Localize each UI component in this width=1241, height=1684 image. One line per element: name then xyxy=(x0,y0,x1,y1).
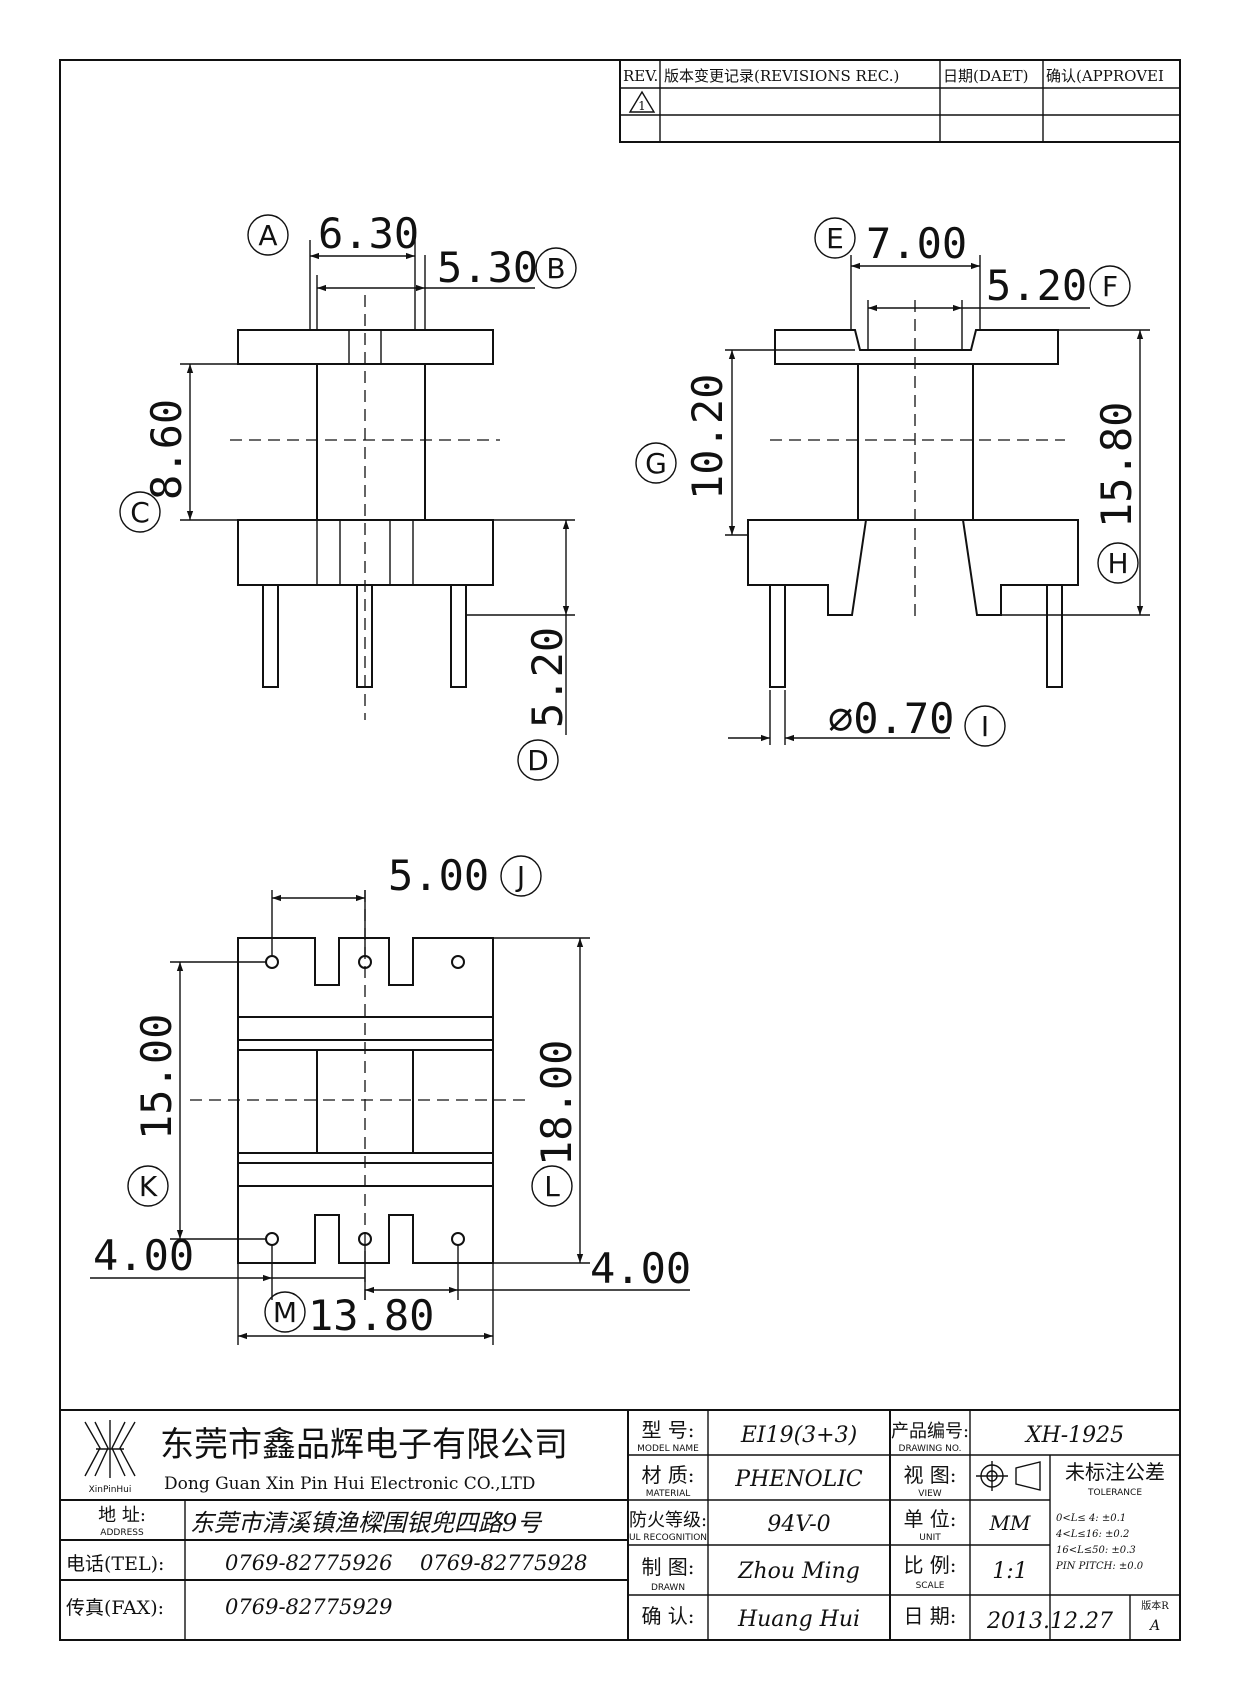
ul-label-en: UL RECOGNITION xyxy=(629,1533,707,1543)
dim-f-value: 5.20 xyxy=(986,261,1087,310)
company-logo: XinPinHui xyxy=(84,1420,136,1495)
scale-value: 1:1 xyxy=(992,1559,1027,1584)
model-label: 型 号: xyxy=(641,1418,694,1442)
dim-right-pitch-value: 4.00 xyxy=(590,1244,691,1293)
tel2-value: 0769-82775928 xyxy=(420,1551,587,1575)
check-value: Huang Hui xyxy=(737,1607,860,1632)
material-label-en: MATERIAL xyxy=(646,1489,691,1499)
model-label-en: MODEL NAME xyxy=(637,1444,699,1454)
company-name-cn: 东莞市鑫品辉电子有限公司 xyxy=(160,1425,568,1465)
dim-m-tag: M xyxy=(273,1296,297,1329)
dim-b-tag: B xyxy=(546,252,565,285)
drawing-no-label-en: DRAWING NO. xyxy=(899,1444,962,1454)
date-value: 2013.12.27 xyxy=(986,1609,1113,1634)
dim-i-tag: I xyxy=(981,710,989,743)
tolerance-title-en: TOLERANCE xyxy=(1087,1488,1142,1498)
dim-l-tag: L xyxy=(544,1170,560,1203)
pin-hole xyxy=(451,1232,465,1246)
dim-d-tag: D xyxy=(527,744,549,777)
pin-hole xyxy=(451,955,465,969)
revision-record-header: 版本变更记录(REVISIONS REC.) xyxy=(664,67,899,85)
dim-c-tag: C xyxy=(130,496,150,529)
dim-k-tag: K xyxy=(139,1170,158,1203)
tolerance-title: 未标注公差 xyxy=(1065,1460,1165,1484)
scale-label-en: SCALE xyxy=(916,1581,945,1591)
pin-hole xyxy=(265,955,279,969)
address-value: 东莞市清溪镇渔樑围银兜四路9号 xyxy=(190,1509,543,1537)
dim-k-value: 15.00 xyxy=(132,1014,181,1140)
tel-label: 电话(TEL): xyxy=(66,1553,164,1575)
ul-label: 防火等级: xyxy=(629,1510,707,1531)
dim-a-value: 6.30 xyxy=(318,209,419,258)
projection-symbol-icon xyxy=(976,1461,1041,1491)
dim-left-pitch-value: 4.00 xyxy=(93,1231,194,1280)
tel1-value: 0769-82775926 xyxy=(225,1551,392,1575)
title-block: XinPinHui 东莞市鑫品辉电子有限公司 Dong Guan Xin Pin… xyxy=(59,1409,1181,1641)
material-label: 材 质: xyxy=(641,1463,694,1487)
dim-h-tag: H xyxy=(1107,547,1128,580)
revision-table: REV. 版本变更记录(REVISIONS REC.) 日期(DAET) 确认(… xyxy=(619,59,1181,143)
dim-i-value: ⌀0.70 xyxy=(828,694,954,743)
ul-value: 94V-0 xyxy=(767,1512,830,1537)
view-label: 视 图: xyxy=(903,1463,956,1487)
bottom-view-dims xyxy=(90,890,690,1345)
fax-label: 传真(FAX): xyxy=(66,1597,164,1619)
view-label-en: VIEW xyxy=(918,1489,941,1499)
revision-mark: 1 xyxy=(638,99,646,113)
dim-l-value: 18.00 xyxy=(532,1040,581,1166)
rev-header: REV. xyxy=(623,67,658,85)
fax-value: 0769-82775929 xyxy=(225,1595,392,1619)
dim-j-value: 5.00 xyxy=(388,851,489,900)
tolerance-row-1: 0<L≤ 4: ±0.1 xyxy=(1056,1513,1126,1524)
company-name-en: Dong Guan Xin Pin Hui Electronic CO.,LTD xyxy=(164,1474,535,1494)
scale-label: 比 例: xyxy=(903,1553,956,1577)
check-label: 确 认: xyxy=(641,1604,694,1628)
front-view-dims xyxy=(180,240,575,735)
version-label: 版本R xyxy=(1141,1599,1169,1612)
unit-label: 单 位: xyxy=(903,1507,956,1531)
dim-g-value: 10.20 xyxy=(683,374,732,500)
side-view-dims xyxy=(725,255,1150,745)
revision-triangle-icon xyxy=(628,90,656,113)
logo-text: XinPinHui xyxy=(89,1485,132,1495)
dim-tags: A B C D E F G H I J K L M xyxy=(119,214,1139,1333)
dim-b-value: 5.30 xyxy=(437,243,538,292)
drawing-no-label: 产品编号: xyxy=(891,1421,969,1442)
approve-header: 确认(APPROVEI xyxy=(1046,67,1164,85)
drawn-label: 制 图: xyxy=(641,1555,694,1579)
unit-value: MM xyxy=(989,1511,1031,1535)
tolerance-row-2: 4<L≤16: ±0.2 xyxy=(1055,1529,1129,1540)
address-label: 地 址: xyxy=(98,1505,146,1526)
dim-e-tag: E xyxy=(826,222,844,255)
front-view xyxy=(230,295,500,720)
date-label: 日 期: xyxy=(903,1604,956,1628)
drawn-value: Zhou Ming xyxy=(737,1559,860,1584)
model-value: EI19(3+3) xyxy=(740,1423,857,1448)
unit-label-en: UNIT xyxy=(919,1533,941,1543)
dim-a-tag: A xyxy=(258,219,277,252)
dim-c-value: 8.60 xyxy=(142,399,191,500)
tolerance-row-4: PIN PITCH: ±0.0 xyxy=(1055,1561,1144,1572)
dim-h-value: 15.80 xyxy=(1092,402,1141,528)
pin-hole xyxy=(265,1232,279,1246)
dim-e-value: 7.00 xyxy=(866,219,967,268)
version-value: A xyxy=(1148,1618,1160,1634)
dim-j-tag: J xyxy=(515,860,525,893)
address-label-en: ADDRESS xyxy=(100,1528,144,1538)
tolerance-row-3: 16<L≤50: ±0.3 xyxy=(1056,1545,1136,1556)
dim-m-value: 13.80 xyxy=(308,1291,434,1340)
date-header: 日期(DAET) xyxy=(943,67,1029,85)
drawing-no-value: XH-1925 xyxy=(1024,1423,1124,1448)
material-value: PHENOLIC xyxy=(734,1467,863,1492)
dim-d-value: 5.20 xyxy=(523,627,572,728)
drawn-label-en: DRAWN xyxy=(651,1583,685,1593)
dim-g-tag: G xyxy=(645,447,667,480)
dim-f-tag: F xyxy=(1102,270,1118,303)
side-view xyxy=(747,300,1079,688)
